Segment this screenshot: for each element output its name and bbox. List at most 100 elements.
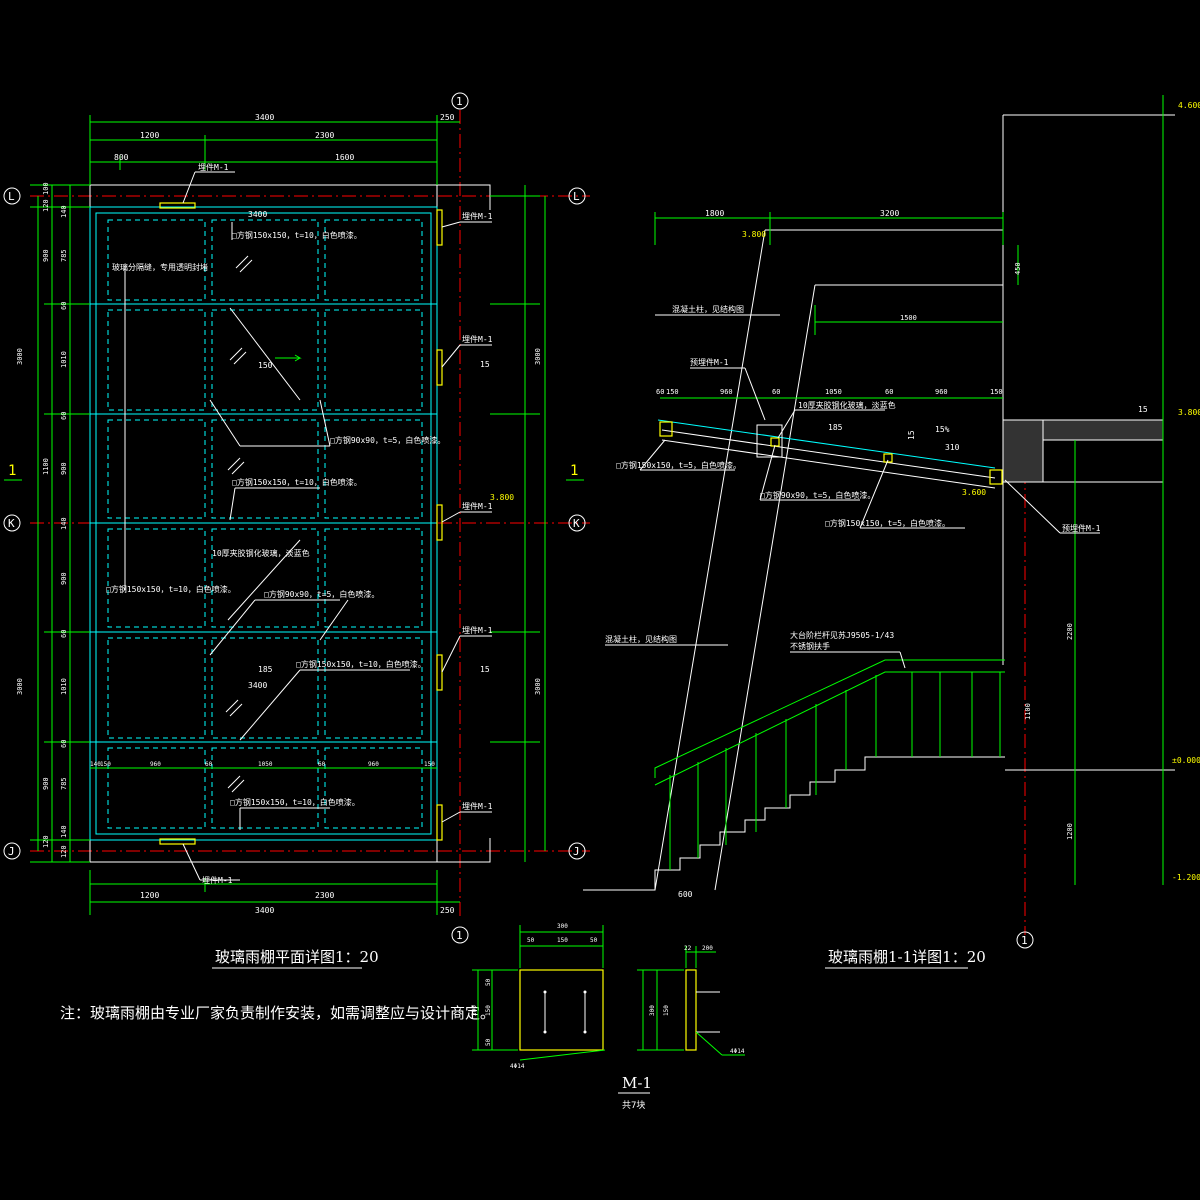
annotation-tube-left: □方钢150x150，t=10，白色喷漆。 — [106, 584, 236, 594]
annotation-tube-mid: □方钢90x90，t=5，白色喷漆。 — [330, 435, 445, 445]
dim-top-right: 2300 — [315, 131, 334, 140]
section-annotation-tube-c: □方钢150x150，t=5，白色喷漆。 — [825, 518, 950, 528]
dim-bottom-total: 3400 — [255, 906, 274, 915]
tube-mid-2 — [883, 453, 893, 463]
annotation-slope2: 15 — [480, 665, 490, 674]
section-annotation-embed: 预埋件M-1 — [690, 357, 729, 367]
section-axis-label: 1 — [1021, 934, 1028, 947]
dim-left-row-0: 100 — [42, 182, 50, 195]
axis-bubble-J-left — [3, 842, 21, 860]
annotation-tube-k: □方钢150x150，t=10，白色喷漆。 — [232, 477, 362, 487]
dim-left-row-10: 1100 — [42, 458, 50, 475]
dim-left-row-8: 900 — [60, 462, 68, 475]
axis-label-L-right: L — [573, 190, 580, 203]
section-mark-right: 1 — [570, 463, 578, 479]
inner-dim-4: 1050 — [258, 761, 273, 768]
inner-dim-0: 140 — [90, 761, 101, 768]
glass-panes — [107, 219, 423, 829]
section-dim-left: 1800 — [705, 209, 724, 218]
annotation-elev-k: 3.800 — [490, 493, 514, 502]
section-mark-left: 1 — [8, 463, 16, 479]
embed-plate-right-5 — [436, 804, 443, 841]
section-annotation-tube-a: □方钢150x150，t=5，白色喷漆。 — [616, 460, 741, 470]
annotation-tube-mid2: □方钢90x90，t=5，白色喷漆。 — [264, 589, 379, 599]
section-annotation-tube-b: □方钢90x90，t=5，白色喷漆。 — [760, 490, 875, 500]
section-annotation-column-top: 混凝土柱，见结构图 — [672, 304, 744, 314]
dim-left-row-16: 785 — [60, 777, 68, 790]
inner-dim-3: 60 — [205, 761, 213, 768]
plate-dim-top-2: 150 — [557, 937, 568, 944]
section-sub-dim-4: 1050 — [825, 388, 842, 396]
section-annotation-railing: 大台阶栏杆见苏J9505-1/43 — [790, 630, 894, 640]
inner-dim-5: 60 — [318, 761, 326, 768]
section-annotation-column-bottom: 混凝土柱，见结构图 — [605, 634, 677, 644]
annotation-embed-bottom: 埋件M-1 — [202, 875, 233, 885]
section-sub-dim-6: 960 — [935, 388, 948, 396]
section-annotation-glass: 10厚夹胶钢化玻璃，淡蓝色 — [798, 400, 896, 410]
dim-top-total: 3400 — [255, 113, 274, 122]
section-dim-1100: 1100 — [1024, 703, 1032, 720]
embed-plate-right-2 — [436, 349, 443, 386]
plate-title: M-1 — [622, 1074, 652, 1092]
dim-left-total-upper: 3000 — [16, 348, 24, 365]
axis-bubble-K-left — [3, 514, 21, 532]
general-note: 注：玻璃雨棚由专业厂家负责制作安装，如需调整应与设计商定。 — [60, 1004, 495, 1022]
section-sub-dim-0: 60 — [656, 388, 664, 396]
plate-side-dim-1: 200 — [702, 945, 713, 952]
plate-dim-top-0: 300 — [557, 923, 568, 930]
embed-plate-right-1 — [436, 209, 443, 246]
annotation-dim-3400-b: 3400 — [248, 681, 267, 690]
embed-plate-right-3 — [436, 504, 443, 541]
dim-bottom-left: 1200 — [140, 891, 159, 900]
dim-left-row-3: 900 — [42, 249, 50, 262]
dim-bottom-right: 2300 — [315, 891, 334, 900]
section-sub-dim-2: 960 — [720, 388, 733, 396]
section-annotation-d15b: 15 — [1138, 405, 1148, 414]
dim-top-offset: 250 — [440, 113, 455, 122]
dim-left-row-13: 1010 — [60, 678, 68, 695]
section-axis-bubble — [1016, 931, 1034, 949]
plate-dim-left-1: 150 — [485, 1005, 492, 1016]
elev-canopy: 3.800 — [742, 230, 766, 239]
axis-bubble-1-top — [451, 92, 469, 110]
dim-left-total-lower: 3000 — [16, 678, 24, 695]
plate-side-anchor: 4Φ14 — [730, 1048, 745, 1055]
section-annotation-d310: 310 — [945, 443, 960, 452]
dim-left-row-12: 60 — [60, 630, 68, 638]
dim-bottom-offset: 250 — [440, 906, 455, 915]
dim-top-sub1: 800 — [114, 153, 129, 162]
axis-label-1-bottom: 1 — [456, 929, 463, 942]
annotation-slope: 15 — [480, 360, 490, 369]
axis-label-J-left: J — [8, 845, 15, 858]
dim-right-total-lower: 3000 — [534, 678, 542, 695]
annotation-glass: 10厚夹胶钢化玻璃，淡蓝色 — [212, 548, 310, 558]
inner-dim-6: 960 — [368, 761, 379, 768]
dim-left-row-19: 120 — [60, 845, 68, 858]
section-sub-dim-5: 60 — [885, 388, 893, 396]
axis-label-K-left: K — [8, 517, 15, 530]
axis-bubble-L-left — [3, 187, 21, 205]
section-annotation-d15: 15 — [907, 430, 916, 440]
tube-start — [659, 421, 673, 437]
dim-top-left: 1200 — [140, 131, 159, 140]
dim-left-row-11: 900 — [60, 572, 68, 585]
axis-bubble-J-right — [568, 842, 586, 860]
dim-left-row-9: 140 — [60, 517, 68, 530]
plate-dim-left-0: 50 — [485, 978, 492, 986]
annotation-embed-right-4: 埋件M-1 — [462, 625, 493, 635]
annotation-tube-top: □方钢150x150，t=10，白色喷漆。 — [232, 230, 362, 240]
section-dim-1200: 1200 — [1066, 823, 1074, 840]
inner-dim-2: 960 — [150, 761, 161, 768]
elev-1: 3.800 — [1178, 408, 1200, 417]
plate-side-dim-2: 300 — [649, 1005, 656, 1016]
embed-plate-bottom — [159, 838, 196, 845]
plate-side-dim-0: 22 — [684, 945, 692, 952]
annotation-glass-joint: 玻璃分隔缝，专用透明封堵 — [112, 262, 208, 272]
section-dim-right: 3200 — [880, 209, 899, 218]
section-annotation-embed-right: 预埋件M-1 — [1062, 523, 1101, 533]
annotation-tube-bottom: □方钢150x150，t=10，白色喷漆。 — [230, 797, 360, 807]
axis-label-J-right: J — [573, 845, 580, 858]
annotation-embed-right-1: 埋件M-1 — [462, 211, 493, 221]
embed-plate-top — [159, 202, 196, 209]
